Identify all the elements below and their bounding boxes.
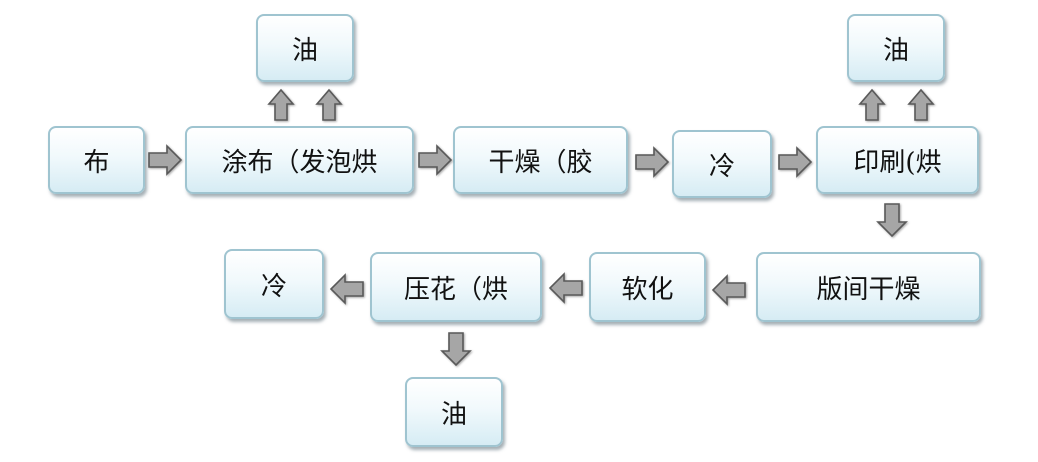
arrow-printing-to-oil-left [859, 89, 885, 121]
node-oil-1-label: 油 [291, 35, 318, 66]
node-inter-drying-label: 版间干燥 [816, 274, 921, 305]
arrow-drying-to-cooling [635, 147, 669, 177]
node-printing: 印刷(烘 [816, 126, 979, 194]
node-inter-drying: 版间干燥 [756, 252, 981, 322]
node-drying-label: 干燥（胶 [488, 147, 593, 178]
node-softening: 软化 [589, 252, 706, 322]
arrow-embossing-to-oil [441, 332, 471, 366]
node-cooling-2: 冷 [224, 249, 324, 319]
node-embossing: 压花（烘 [370, 252, 542, 322]
node-cooling-1: 冷 [672, 130, 772, 198]
arrow-cloth-to-coating [148, 145, 182, 175]
node-coating: 涂布（发泡烘 [185, 126, 414, 194]
node-printing-label: 印刷(烘 [853, 147, 942, 178]
node-drying: 干燥（胶 [453, 126, 628, 194]
node-cloth-label: 布 [83, 147, 110, 178]
arrow-cooling-to-printing [778, 147, 812, 177]
arrow-printing-to-oil-right [908, 89, 934, 121]
arrow-embossing-to-cooling [330, 274, 364, 304]
node-oil-1: 油 [256, 14, 354, 82]
arrow-coating-to-drying [418, 145, 452, 175]
arrow-coating-to-oil-left [268, 89, 294, 121]
node-cooling-2-label: 冷 [260, 271, 287, 302]
node-oil-2: 油 [847, 14, 945, 82]
node-oil-3: 油 [405, 377, 503, 447]
node-embossing-label: 压花（烘 [403, 274, 508, 305]
node-softening-label: 软化 [621, 274, 674, 305]
arrow-printing-to-inter-drying [877, 203, 907, 237]
arrow-coating-to-oil-right [316, 89, 342, 121]
node-oil-2-label: 油 [882, 35, 909, 66]
node-cooling-1-label: 冷 [708, 151, 735, 182]
arrow-softening-to-embossing [549, 273, 583, 303]
node-coating-label: 涂布（发泡烘 [221, 147, 378, 178]
node-cloth: 布 [48, 126, 145, 194]
arrow-inter-drying-to-softening [712, 275, 746, 305]
node-oil-3-label: 油 [440, 399, 467, 430]
